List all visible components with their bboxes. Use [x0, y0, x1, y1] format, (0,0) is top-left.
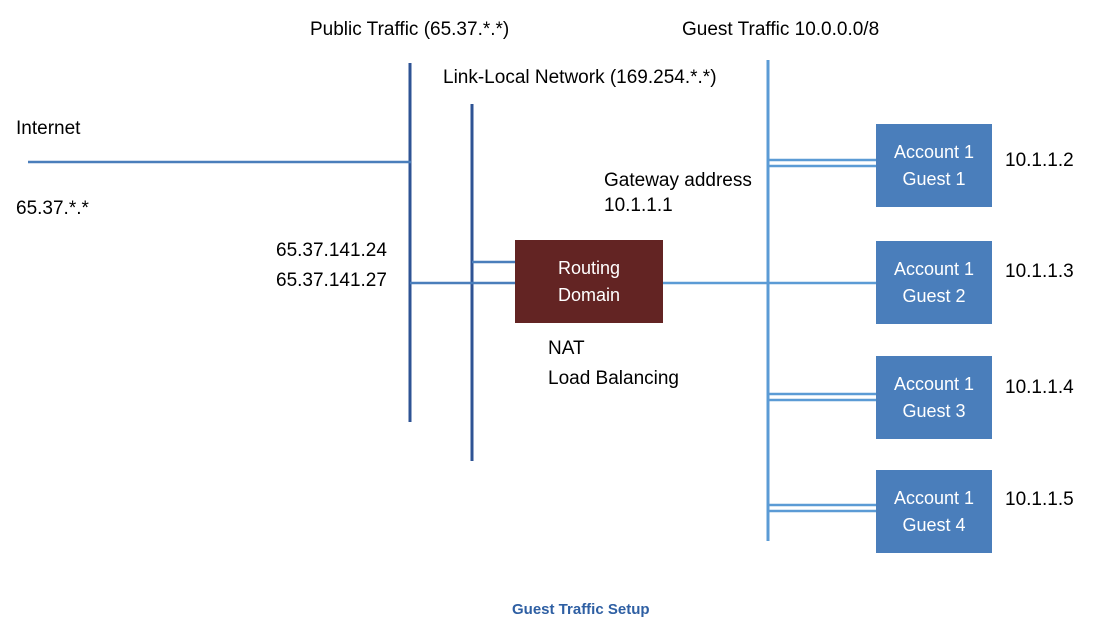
public-ip-1-label: 65.37.141.24: [276, 240, 387, 261]
internet-subnet-label: 65.37.*.*: [16, 198, 89, 219]
guest-node-2[interactable]: Account 1 Guest 2: [876, 241, 992, 324]
routing-domain-line-2: Domain: [557, 284, 621, 305]
public-ip-2-label: 65.37.141.27: [276, 270, 387, 291]
guest-2-account: Account 1: [893, 258, 975, 279]
guest-1-name: Guest 1: [902, 168, 966, 189]
guest-2-name: Guest 2: [902, 285, 966, 306]
guest-4-account: Account 1: [893, 487, 975, 508]
load-balancing-label: Load Balancing: [548, 368, 679, 389]
guest-2-ip: 10.1.1.3: [1005, 261, 1074, 282]
guest-1-account: Account 1: [893, 141, 975, 162]
gateway-address-label: Gateway address: [604, 170, 752, 191]
routing-domain-line-1: Routing: [557, 257, 621, 278]
nat-label: NAT: [548, 338, 585, 359]
guest-traffic-header: Guest Traffic 10.0.0.0/8: [682, 19, 880, 40]
gateway-address-value: 10.1.1.1: [604, 195, 673, 216]
guest-4-ip: 10.1.1.5: [1005, 489, 1074, 510]
guest-4-name: Guest 4: [902, 514, 966, 535]
guest-3-account: Account 1: [893, 373, 975, 394]
routing-domain-node[interactable]: Routing Domain: [515, 240, 663, 323]
guest-node-1[interactable]: Account 1 Guest 1: [876, 124, 992, 207]
link-local-header: Link-Local Network (169.254.*.*): [443, 67, 717, 88]
diagram-caption: Guest Traffic Setup: [512, 601, 650, 618]
guest-node-4[interactable]: Account 1 Guest 4: [876, 470, 992, 553]
guest-3-name: Guest 3: [902, 400, 966, 421]
internet-label: Internet: [16, 118, 81, 139]
public-traffic-header: Public Traffic (65.37.*.*): [310, 19, 510, 40]
guest-node-3[interactable]: Account 1 Guest 3: [876, 356, 992, 439]
guest-1-ip: 10.1.1.2: [1005, 150, 1074, 171]
guest-3-ip: 10.1.1.4: [1005, 377, 1074, 398]
